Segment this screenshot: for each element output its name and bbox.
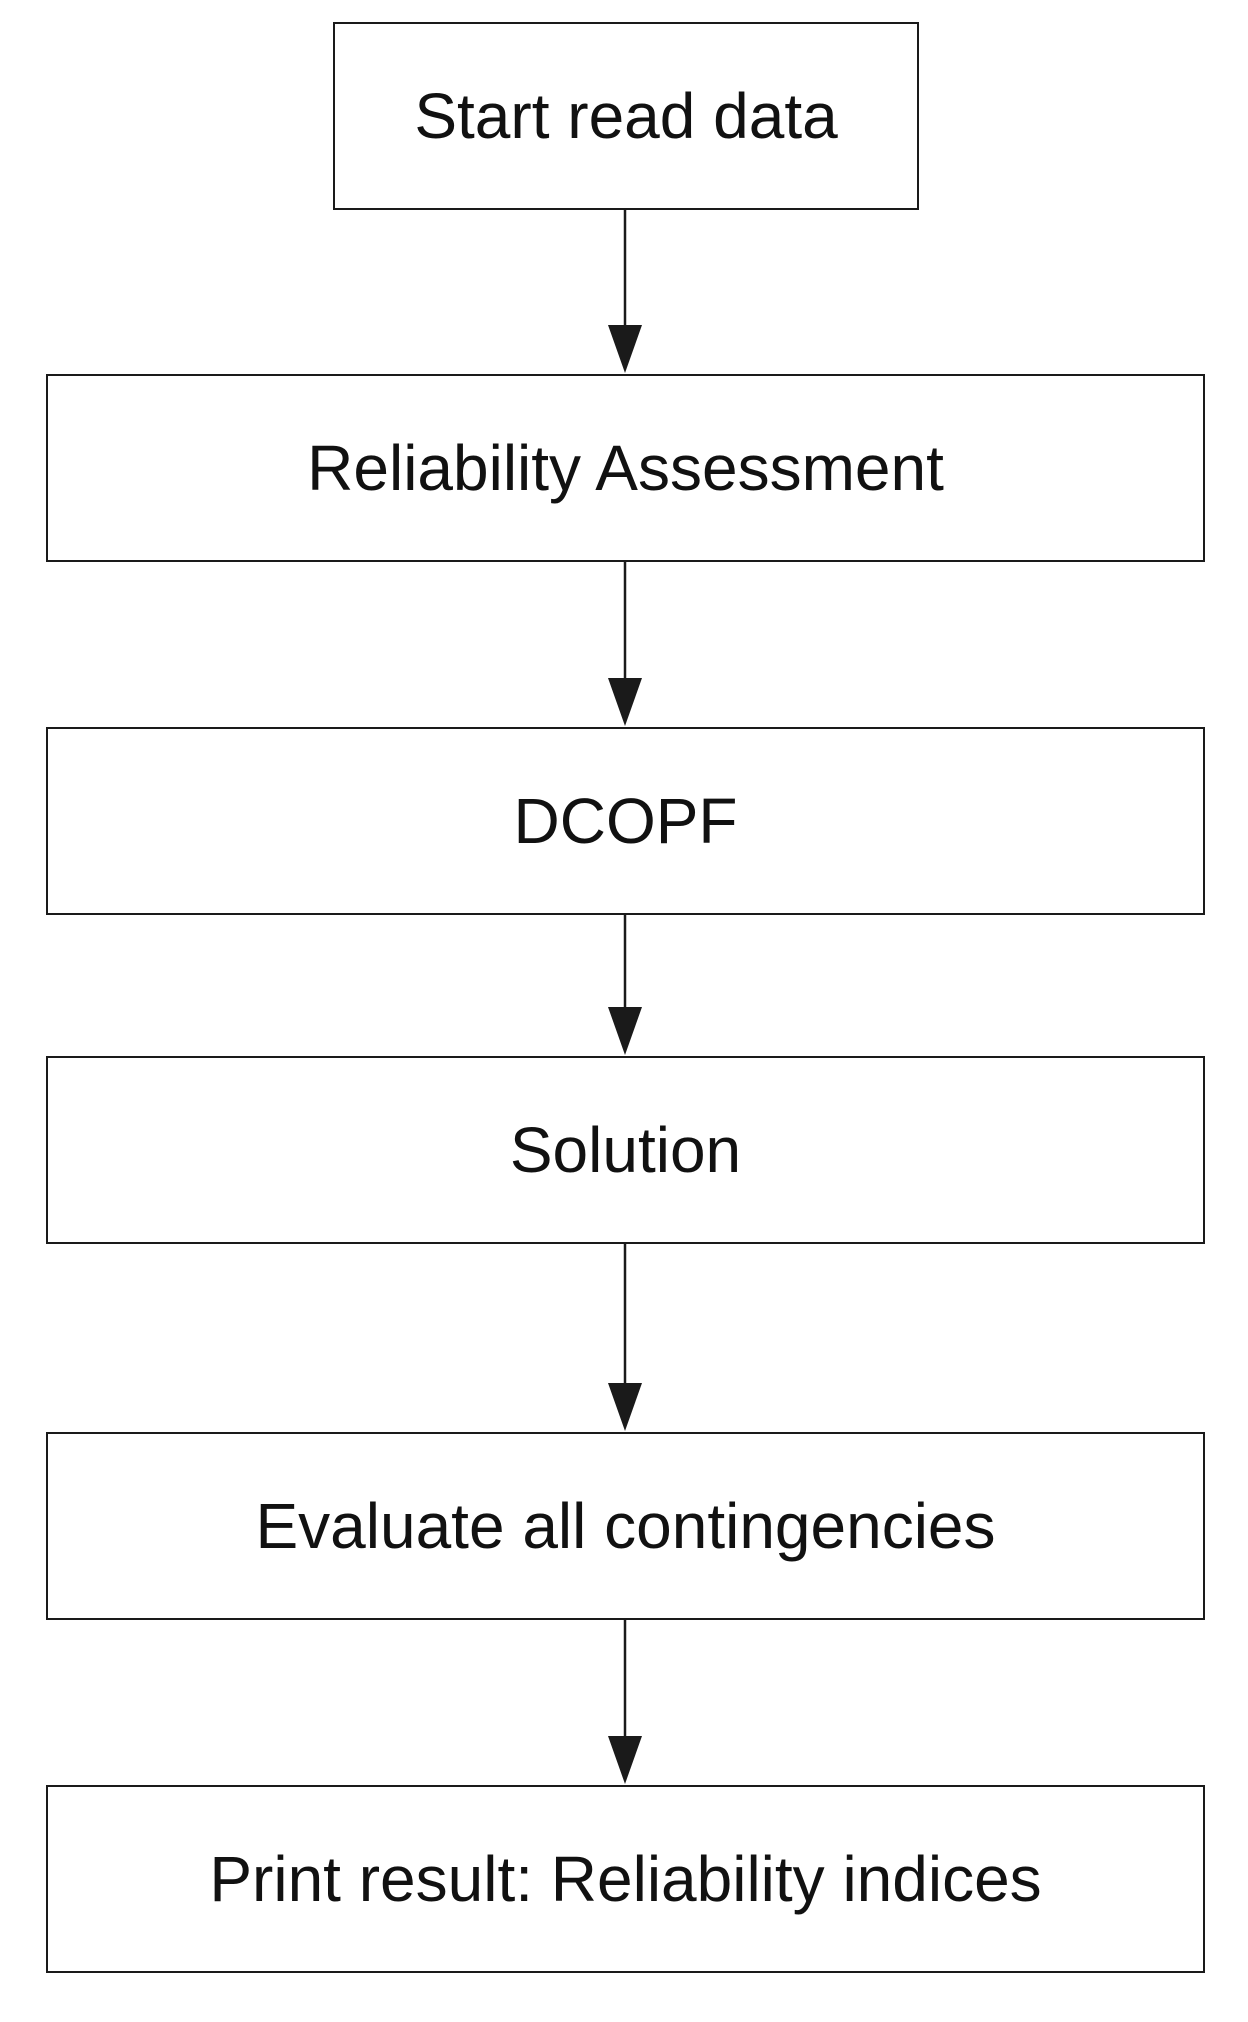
arrowhead-reliability-to-dcopf [608,678,642,726]
arrowhead-dcopf-to-solution [608,1007,642,1055]
step-evaluate-all-contingencies: Evaluate all contingencies [46,1432,1205,1620]
step-label: Reliability Assessment [307,432,944,504]
step-label: Start read data [414,80,838,152]
arrowhead-evaluate-to-print [608,1736,642,1784]
step-start-read-data: Start read data [333,22,919,210]
step-solution: Solution [46,1056,1205,1244]
step-label: Evaluate all contingencies [255,1490,996,1562]
step-label: Solution [509,1114,742,1186]
step-reliability-assessment: Reliability Assessment [46,374,1205,562]
step-dcopf: DCOPF [46,727,1205,915]
step-print-result: Print result: Reliability indices [46,1785,1205,1973]
arrowhead-start-to-reliability [608,325,642,373]
arrowhead-solution-to-evaluate [608,1383,642,1431]
step-label: DCOPF [513,785,738,857]
step-label: Print result: Reliability indices [209,1843,1042,1915]
